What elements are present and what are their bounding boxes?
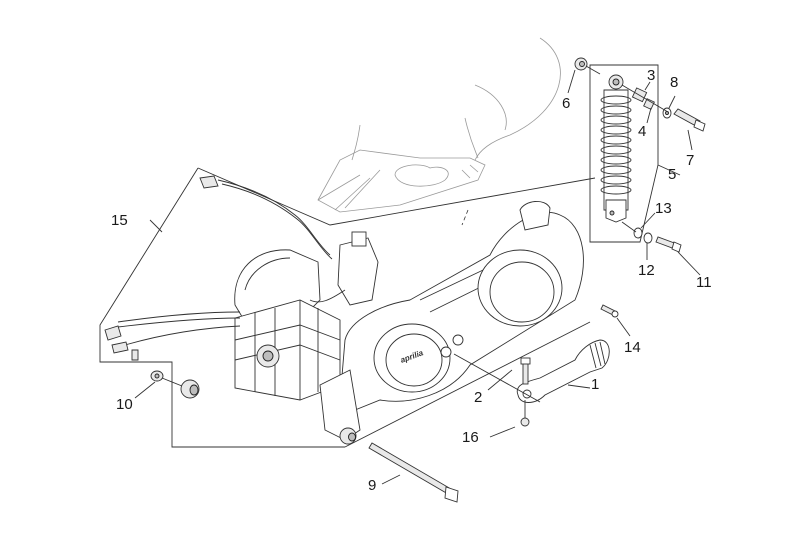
callout-14: 14 (624, 339, 641, 356)
callout-3: 3 (647, 67, 656, 84)
callout-13: 13 (655, 200, 672, 217)
pivot-bushing (180, 379, 200, 399)
callout-7: 7 (686, 152, 695, 169)
part-4-spacer (643, 98, 655, 110)
part-7-bolt (673, 108, 706, 132)
hardware (150, 57, 706, 503)
lower-bushing (339, 427, 357, 445)
rear-shock-absorber (600, 74, 632, 223)
callout-12: 12 (638, 262, 655, 279)
callout-4: 4 (638, 123, 647, 140)
wiring-harness (104, 311, 241, 361)
part-10-washer (150, 370, 164, 382)
part-1-kickstart-lever (516, 339, 610, 403)
callout-1: 1 (591, 376, 600, 393)
part-11-bolt (655, 236, 682, 253)
part-9-long-bolt (368, 442, 459, 503)
callout-8: 8 (670, 74, 679, 91)
shock-frame (589, 64, 659, 243)
part-13-washer (633, 227, 643, 239)
part-2-screw (520, 357, 531, 385)
callout-5: 5 (668, 166, 677, 183)
callout-10: 10 (116, 396, 133, 413)
scooter-body-outline (317, 37, 561, 213)
leader-lines (134, 69, 701, 485)
callout-6: 6 (562, 95, 571, 112)
part-14-screw (600, 304, 619, 318)
part-6-rubber-mount (574, 57, 588, 71)
callout-2: 2 (474, 389, 483, 406)
callout-15: 15 (111, 212, 128, 229)
part-12-washer (643, 232, 653, 244)
engine-body (199, 175, 584, 441)
callout-9: 9 (368, 477, 377, 494)
part-16-nut (520, 417, 530, 427)
callout-11: 11 (696, 274, 712, 291)
callout-16: 16 (462, 429, 479, 446)
